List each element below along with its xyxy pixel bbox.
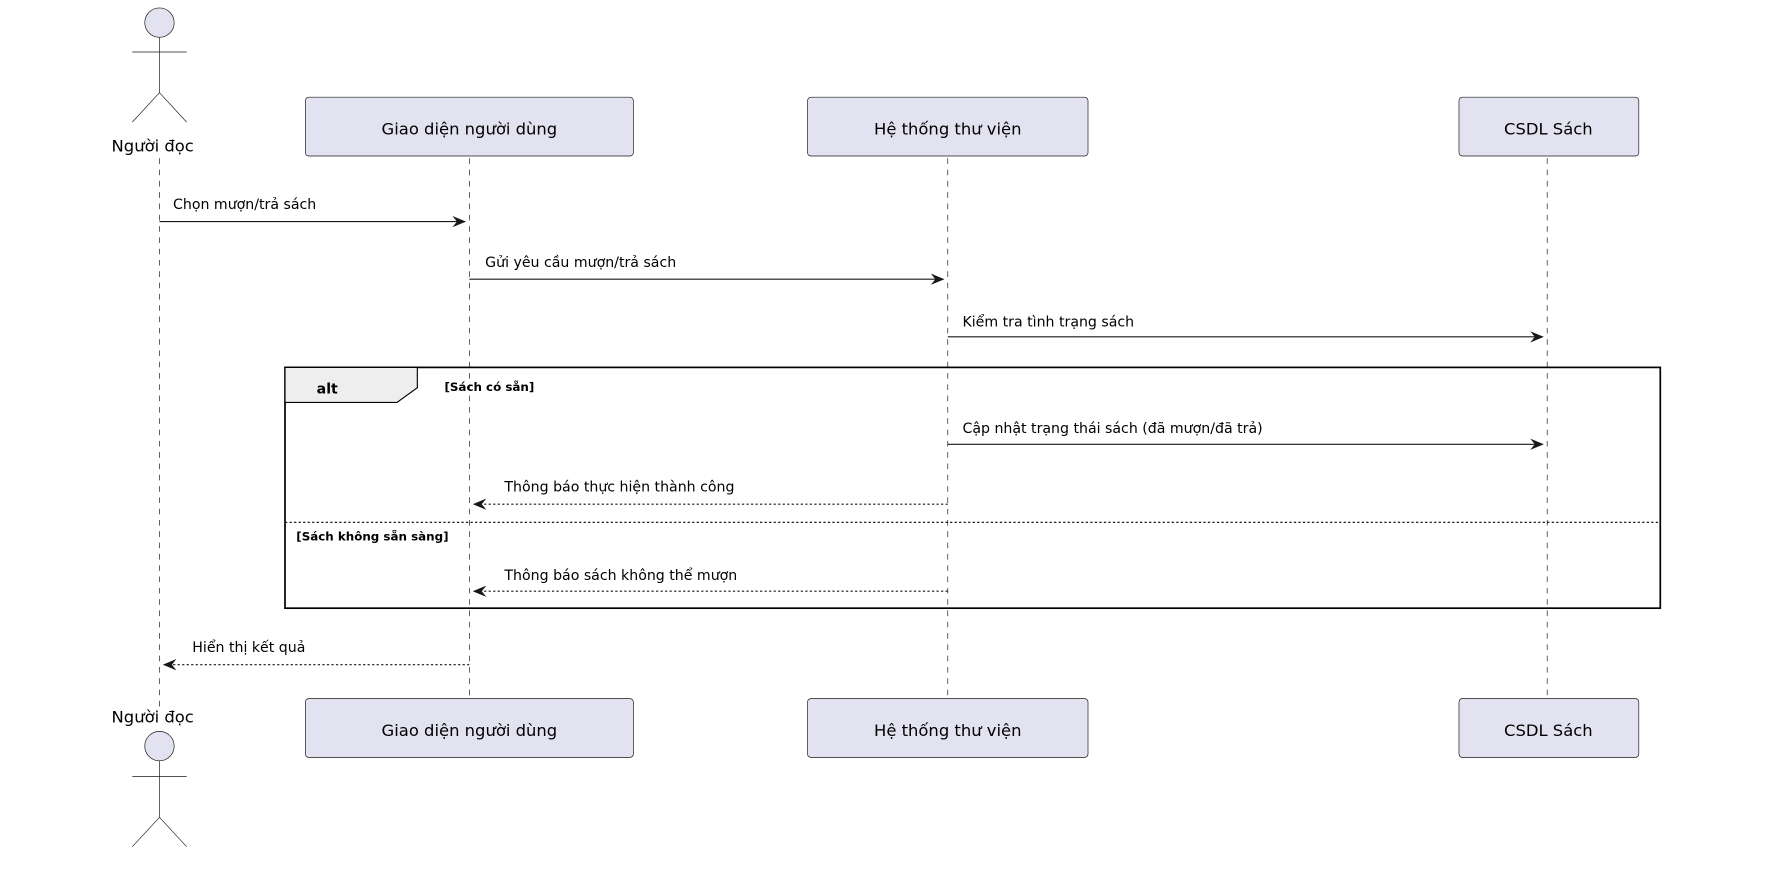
- participant-library-system-top: Hệ thống thư viện: [807, 96, 1089, 157]
- participant-label: Giao diện người dùng: [382, 721, 558, 740]
- participant-user-interface-top: Giao diện người dùng: [305, 96, 634, 157]
- participant-label: Giao diện người dùng: [382, 120, 558, 139]
- actor-reader-top: Người đọc: [112, 7, 194, 155]
- message-notify-success: Thông báo thực hiện thành công: [472, 480, 948, 510]
- message-update-book-status: Cập nhật trạng thái sách (đã mượn/đã trả…: [947, 421, 1544, 450]
- message-label: Chọn mượn/trả sách: [173, 197, 316, 213]
- message-label: Gửi yêu cầu mượn/trả sách: [485, 255, 676, 271]
- message-select-borrow-return: Chọn mượn/trả sách: [159, 197, 466, 228]
- actor-head-icon: [144, 7, 175, 38]
- message-label: Thông báo sách không thể mượn: [503, 567, 737, 584]
- actor-label-bottom: Người đọc: [112, 707, 194, 726]
- message-label: Hiển thị kết quả: [192, 639, 305, 656]
- participant-label: Hệ thống thư viện: [874, 721, 1022, 740]
- actor-label-top: Người đọc: [112, 136, 194, 155]
- message-notify-cannot-borrow: Thông báo sách không thể mượn: [472, 567, 948, 597]
- actor-head-icon: [144, 731, 175, 762]
- guard-unavailable: [Sách không sẵn sàng]: [296, 529, 448, 543]
- message-display-result: Hiển thị kết quả: [162, 639, 470, 671]
- participant-book-db-top: CSDL Sách: [1458, 96, 1640, 157]
- participant-book-db-bottom: CSDL Sách: [1458, 698, 1640, 758]
- message-send-request: Gửi yêu cầu mượn/trả sách: [469, 255, 945, 285]
- message-check-book-status: Kiểm tra tình trạng sách: [947, 314, 1544, 343]
- actor-reader-bottom: Người đọc: [112, 707, 194, 847]
- message-label: Kiểm tra tình trạng sách: [962, 314, 1134, 331]
- participant-library-system-bottom: Hệ thống thư viện: [807, 698, 1089, 758]
- participant-label: CSDL Sách: [1504, 120, 1593, 139]
- message-label: Thông báo thực hiện thành công: [503, 480, 734, 496]
- alt-fragment: alt [Sách có sẵn] [Sách không sẵn sàng]: [284, 366, 1662, 610]
- participant-label: Hệ thống thư viện: [874, 120, 1022, 139]
- fragment-keyword: alt: [317, 381, 338, 397]
- message-label: Cập nhật trạng thái sách (đã mượn/đã trả…: [962, 421, 1262, 437]
- participant-label: CSDL Sách: [1504, 721, 1593, 740]
- guard-available: [Sách có sẵn]: [444, 380, 534, 394]
- participant-user-interface-bottom: Giao diện người dùng: [305, 698, 634, 758]
